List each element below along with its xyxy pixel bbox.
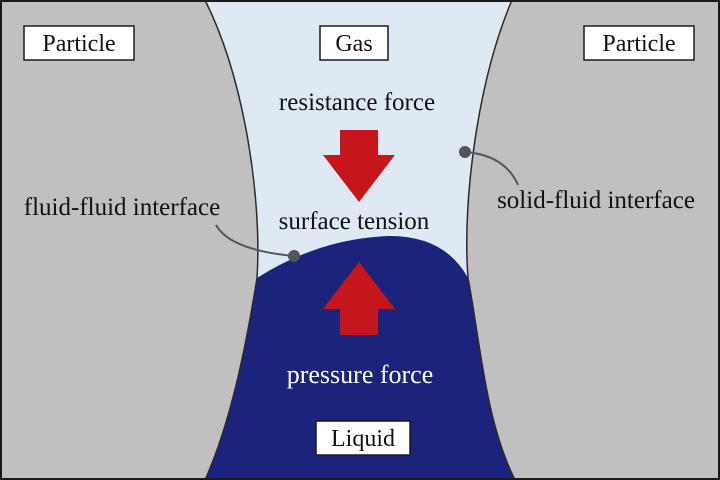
fluid-fluid-interface-dot [288, 250, 300, 262]
gas-label: Gas [335, 31, 372, 57]
solid-fluid-interface-label: solid-fluid interface [497, 187, 695, 214]
solid-fluid-leader-line [464, 151, 519, 186]
surface-tension-label: surface tension [279, 208, 430, 235]
left-particle [0, 0, 259, 480]
liquid-region [205, 236, 515, 480]
resistance-force-label: resistance force [279, 89, 435, 116]
right-particle [466, 0, 720, 480]
particle-left-box: Particle [23, 25, 135, 61]
pressure-force-arrow [323, 262, 395, 335]
particle-right-box: Particle [583, 25, 695, 61]
fluid-fluid-interface-label: fluid-fluid interface [24, 194, 220, 221]
particle-right-label: Particle [602, 31, 675, 57]
solid-fluid-interface-dot [459, 146, 471, 158]
resistance-force-arrow [323, 130, 395, 202]
liquid-label: Liquid [331, 426, 395, 452]
gas-box: Gas [319, 25, 389, 61]
pressure-force-label: pressure force [287, 360, 434, 389]
particle-left-label: Particle [42, 31, 115, 57]
fluid-fluid-leader-line [215, 224, 295, 257]
liquid-box: Liquid [315, 420, 411, 456]
